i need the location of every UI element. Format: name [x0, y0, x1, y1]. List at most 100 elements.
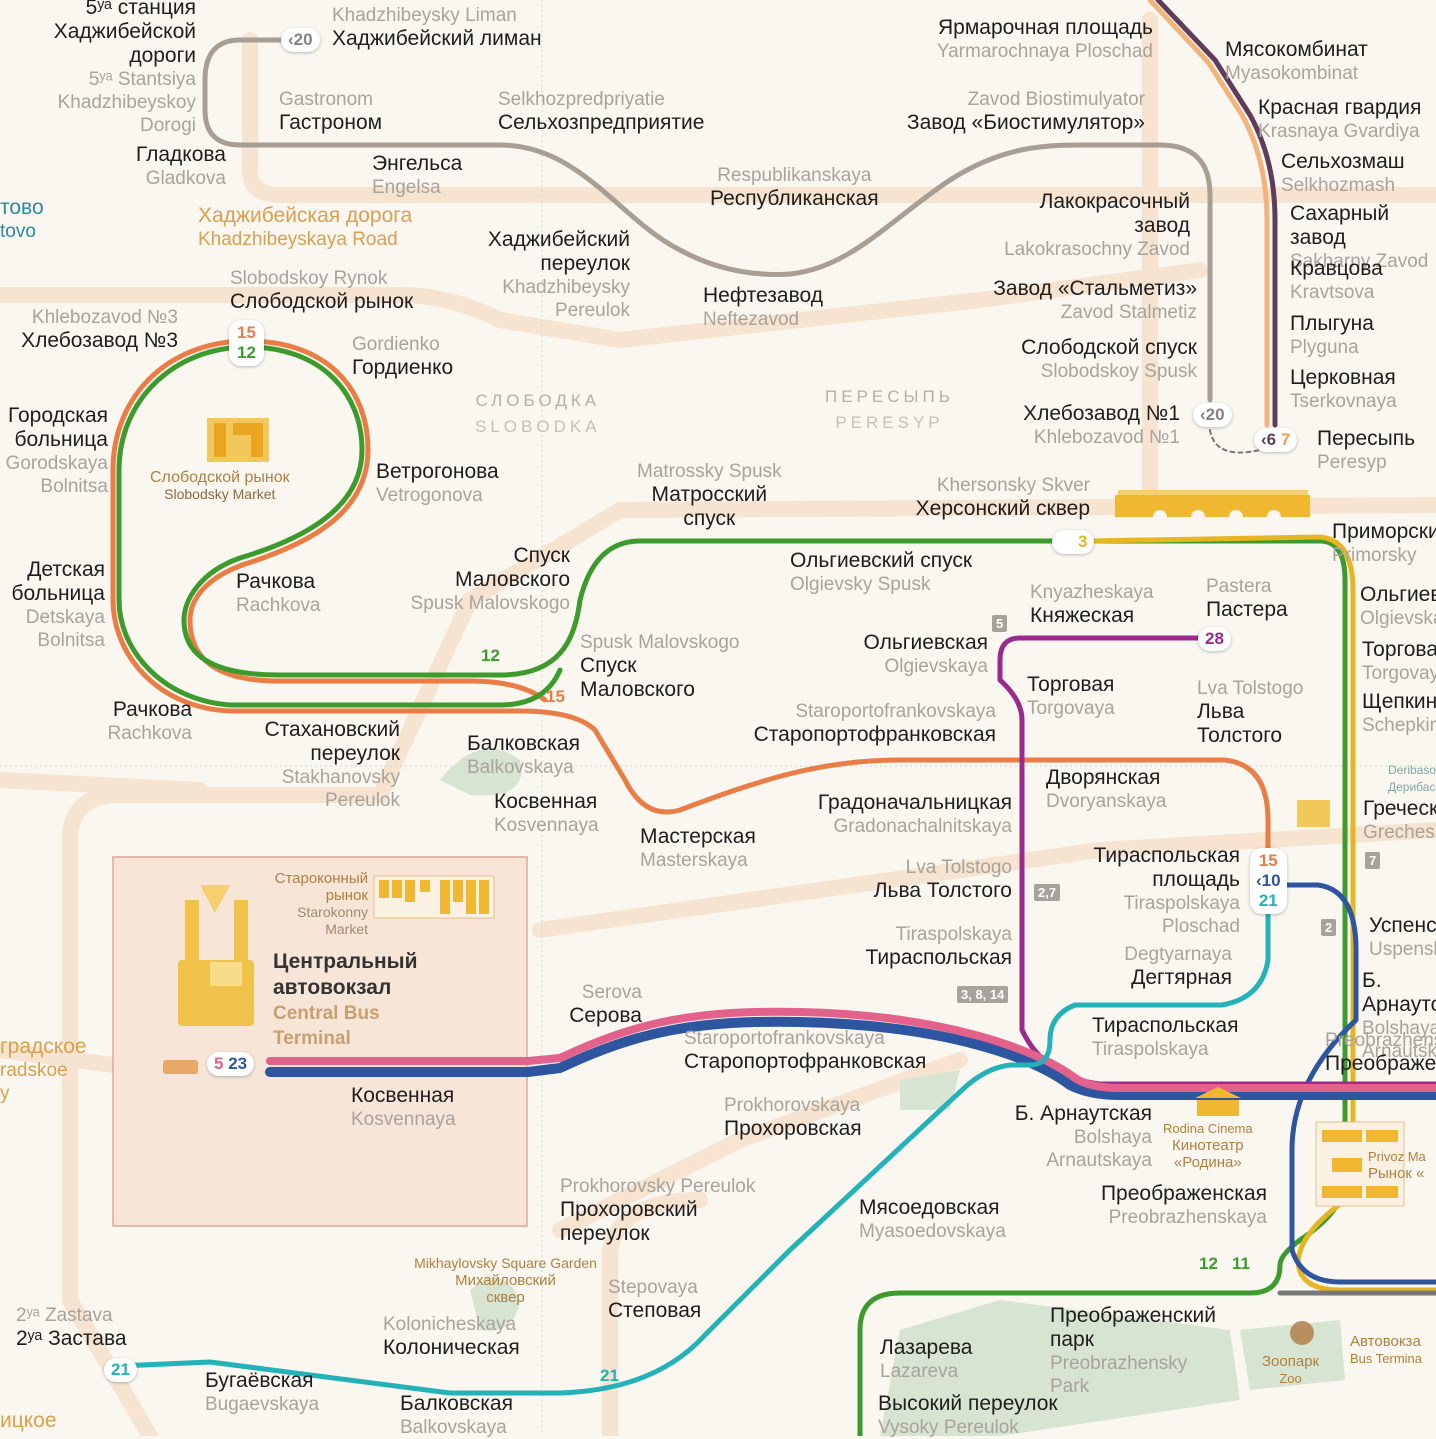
line-5-23-badge[interactable]: 5 23 [207, 1052, 255, 1076]
line-5-route[interactable] [266, 1007, 1436, 1092]
line-10-route[interactable] [1282, 882, 1436, 1285]
line-15-route[interactable] [110, 338, 1271, 853]
line-23-route[interactable] [265, 1016, 1436, 1100]
line-7-route[interactable] [1147, 0, 1270, 428]
station-label[interactable]: ЩепкинаSchepkina [1362, 690, 1436, 737]
line-15-inner[interactable] [187, 338, 548, 703]
line-20-badge[interactable]: ‹20 [1193, 403, 1232, 427]
line-21-badge[interactable]: 21 [104, 1358, 137, 1382]
station-label[interactable]: ицкое [0, 1409, 57, 1433]
line-20-route[interactable] [202, 37, 1213, 403]
station-label[interactable]: Завод «Стальметиз»Zavod Stalmetiz [993, 277, 1197, 324]
line-12-route[interactable] [116, 344, 563, 708]
station-label[interactable]: ПриморскийPrimorsky [1332, 520, 1436, 567]
line-20-badge[interactable]: ‹20 [281, 28, 320, 52]
line-21-route[interactable] [117, 902, 1271, 1396]
line-3-route[interactable] [1087, 534, 1436, 1293]
station-label[interactable]: ГреческаяGrecheskaya [1363, 797, 1436, 844]
line-12-inner[interactable] [181, 344, 1348, 1436]
line-28-badge[interactable]: 28 [1198, 627, 1231, 651]
line-6-route[interactable] [1155, 0, 1278, 428]
line-6-7-badge[interactable]: ‹6 7 [1254, 428, 1298, 452]
station-label[interactable]: PreobrazhenskayaПреображенская [1325, 1029, 1436, 1076]
line-3-badge[interactable]: 3 [1052, 530, 1095, 554]
